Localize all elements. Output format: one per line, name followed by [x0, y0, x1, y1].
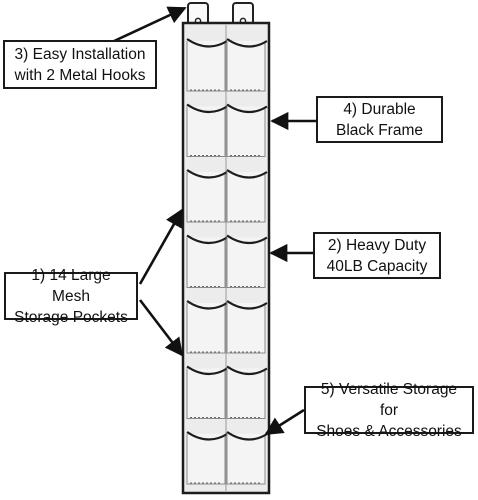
mesh-pocket: [226, 431, 268, 485]
mesh-pocket: [226, 103, 268, 157]
arrow-to-hook: [111, 6, 187, 44]
mesh-pockets: [186, 38, 268, 485]
mesh-pocket: [226, 169, 268, 223]
mesh-pocket: [186, 431, 228, 485]
arrows: [111, 6, 316, 436]
mesh-pocket: [186, 300, 228, 354]
mesh-pocket: [186, 169, 228, 223]
mesh-pocket: [226, 38, 268, 92]
mesh-pocket: [186, 234, 228, 288]
mesh-pocket: [226, 234, 268, 288]
callout-heavy-duty: 2) Heavy Duty 40LB Capacity: [313, 232, 441, 279]
arrow-to-shoe-pockets: [264, 408, 305, 436]
mesh-pocket: [226, 300, 268, 354]
callout-easy-installation: 3) Easy Installation with 2 Metal Hooks: [3, 40, 157, 89]
arrow-to-lower-pocket: [138, 299, 184, 357]
mesh-pocket: [186, 365, 228, 419]
callout-mesh-pockets: 1) 14 Large Mesh Storage Pockets: [4, 267, 138, 326]
mesh-pocket: [226, 365, 268, 419]
arrow-to-upper-pocket: [138, 208, 184, 285]
callout-versatile-storage: 5) Versatile Storage for Shoes & Accesso…: [304, 381, 474, 440]
mesh-pocket: [186, 103, 228, 157]
callout-durable-frame: 4) Durable Black Frame: [316, 96, 443, 143]
left-metal-hook: [187, 2, 209, 28]
mesh-pocket: [186, 38, 228, 92]
